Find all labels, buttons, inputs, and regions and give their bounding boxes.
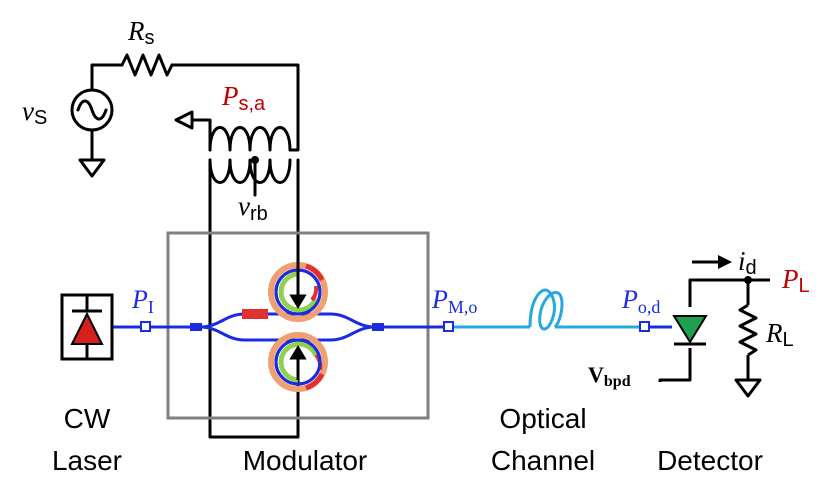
load-resistor-label: RL bbox=[765, 318, 794, 351]
channel-label-line1: Optical bbox=[499, 403, 586, 434]
available-power-label: Ps,a bbox=[221, 81, 266, 115]
load-power-label: PL bbox=[781, 264, 810, 297]
fiber-channel bbox=[448, 288, 645, 331]
ground-icon bbox=[78, 158, 106, 178]
bias-voltage-label: vrb bbox=[238, 191, 268, 225]
laser-diode-icon bbox=[60, 293, 114, 361]
channel-label-line2: Channel bbox=[491, 445, 595, 476]
input-power-label: PI bbox=[131, 285, 154, 317]
resistor-icon bbox=[120, 53, 174, 77]
detector-input-label: Po,d bbox=[621, 285, 660, 317]
transformer-icon bbox=[174, 110, 292, 184]
phase-shifter bbox=[242, 309, 268, 319]
photodiode-icon bbox=[672, 315, 708, 346]
source-voltage-label: vS bbox=[22, 96, 47, 129]
source-circuit bbox=[70, 53, 300, 439]
detector-current-label: id bbox=[738, 246, 757, 279]
source-resistor-label: Rs bbox=[127, 16, 155, 49]
laser-label-line1: CW bbox=[64, 403, 111, 434]
fiber-coil-icon bbox=[528, 288, 564, 331]
detector-circuit bbox=[658, 260, 770, 398]
laser-label-line2: Laser bbox=[52, 445, 122, 476]
detector-label: Detector bbox=[657, 445, 763, 476]
detector-bias-label: Vbpd bbox=[588, 362, 631, 390]
modulator-label: Modulator bbox=[243, 445, 368, 476]
modulator-output-label: PM,o bbox=[431, 285, 477, 317]
